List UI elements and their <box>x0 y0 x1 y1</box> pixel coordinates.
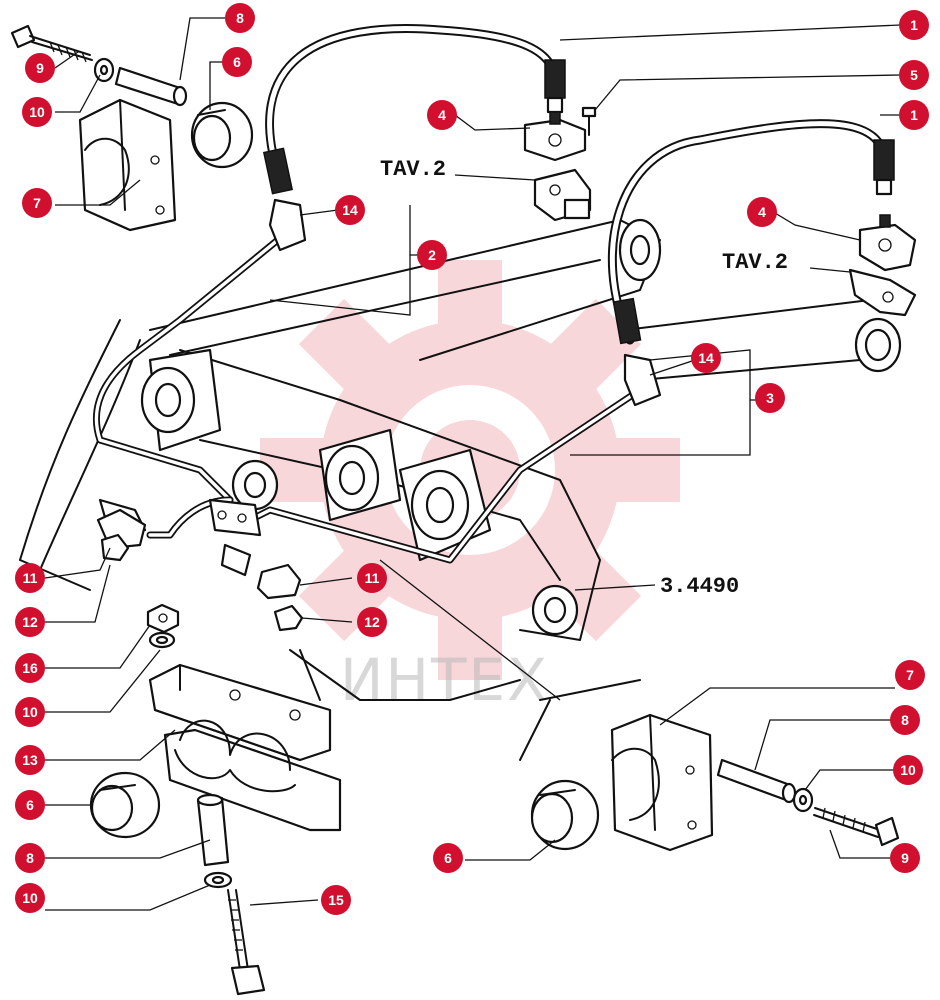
callout-8-lower-left[interactable]: 8 <box>15 843 45 873</box>
callout-10-lower-right[interactable]: 10 <box>893 755 923 785</box>
svg-text:6: 6 <box>26 797 34 813</box>
bushing-lower-right <box>530 779 600 851</box>
svg-text:11: 11 <box>23 570 38 586</box>
svg-text:9: 9 <box>36 60 44 76</box>
watermark-text: ИНТЕХ <box>340 646 549 714</box>
svg-text:14: 14 <box>342 202 358 218</box>
leader-lines <box>44 17 901 911</box>
svg-text:10: 10 <box>22 704 38 720</box>
callout-14-right[interactable]: 14 <box>691 343 721 373</box>
elbow-fitting-right <box>623 353 662 407</box>
tav2-label-left: TAV.2 <box>380 157 446 182</box>
hose-left <box>262 24 566 195</box>
valve-body-left <box>533 168 592 222</box>
svg-text:2: 2 <box>428 247 436 263</box>
svg-text:1: 1 <box>910 107 918 123</box>
assembly-ref-label: 3.4490 <box>660 574 739 599</box>
callout-9-top[interactable]: 9 <box>25 53 55 83</box>
callout-6-lower-right[interactable]: 6 <box>433 843 463 873</box>
clamp-lower-right <box>610 713 714 852</box>
callout-9-lower-right[interactable]: 9 <box>890 843 920 873</box>
callout-12-left[interactable]: 12 <box>15 607 45 637</box>
clamp-top-left <box>78 98 177 232</box>
callout-7-top-left[interactable]: 7 <box>22 188 52 218</box>
svg-text:10: 10 <box>22 890 38 906</box>
svg-text:10: 10 <box>900 762 916 778</box>
svg-text:8: 8 <box>901 712 909 728</box>
callout-12-center[interactable]: 12 <box>357 607 387 637</box>
svg-text:4: 4 <box>758 204 766 220</box>
callout-11-left[interactable]: 11 <box>15 563 45 593</box>
svg-text:12: 12 <box>364 614 380 630</box>
pin-top-left <box>114 66 188 107</box>
callout-8-lower-right[interactable]: 8 <box>890 705 920 735</box>
svg-text:8: 8 <box>236 10 244 26</box>
svg-text:16: 16 <box>22 660 38 676</box>
bolt-lower <box>227 889 266 996</box>
hose-right <box>607 119 895 345</box>
washer-top-left <box>93 57 115 83</box>
valve-union-right <box>858 214 917 272</box>
nut-fitting-center <box>256 563 304 632</box>
nut-fitting-left <box>96 508 147 562</box>
callout-15[interactable]: 15 <box>321 885 351 915</box>
callout-14-left[interactable]: 14 <box>335 195 365 225</box>
double-clamp <box>148 663 342 832</box>
elbow-fitting-left <box>268 198 307 252</box>
nut-lower-left <box>146 603 180 634</box>
svg-text:12: 12 <box>22 614 38 630</box>
loader-frame <box>19 218 902 761</box>
svg-text:7: 7 <box>33 195 41 211</box>
svg-text:15: 15 <box>328 892 344 908</box>
svg-text:5: 5 <box>910 67 918 83</box>
callout-4-left[interactable]: 4 <box>427 100 457 130</box>
callout-7-lower-right[interactable]: 7 <box>895 660 925 690</box>
svg-text:3: 3 <box>766 390 774 406</box>
svg-text:14: 14 <box>698 350 714 366</box>
bolt-top-left <box>10 24 93 63</box>
callout-6-lower-left[interactable]: 6 <box>15 790 45 820</box>
tav2-label-right: TAV.2 <box>722 250 788 275</box>
svg-text:7: 7 <box>906 667 914 683</box>
svg-text:13: 13 <box>22 752 38 768</box>
washer-lower-left <box>148 631 176 649</box>
valve-body-right <box>848 268 917 317</box>
screw-small <box>581 106 597 136</box>
svg-text:6: 6 <box>444 850 452 866</box>
bushing-top <box>190 101 254 169</box>
svg-text:9: 9 <box>901 850 909 866</box>
washer-lower-bottom <box>203 871 233 889</box>
callout-10-top[interactable]: 10 <box>22 97 52 127</box>
svg-text:10: 10 <box>29 104 45 120</box>
pin-lower-left <box>196 793 230 867</box>
svg-text:8: 8 <box>26 850 34 866</box>
bushing-lower-left <box>89 771 161 839</box>
callout-16[interactable]: 16 <box>15 653 45 683</box>
svg-text:11: 11 <box>365 570 380 586</box>
callout-13[interactable]: 13 <box>15 745 45 775</box>
svg-text:4: 4 <box>438 107 446 123</box>
callout-11-center[interactable]: 11 <box>357 563 387 593</box>
valve-union-left <box>523 111 587 162</box>
callout-10-left[interactable]: 10 <box>15 697 45 727</box>
callout-10-bottom[interactable]: 10 <box>15 883 45 913</box>
callout-5[interactable]: 5 <box>899 60 929 90</box>
washer-lower-right <box>792 787 814 813</box>
callout-1-top[interactable]: 1 <box>899 10 929 40</box>
pin-lower-right <box>716 758 797 804</box>
svg-text:1: 1 <box>910 17 918 33</box>
callout-8-top[interactable]: 8 <box>225 3 255 33</box>
callout-3[interactable]: 3 <box>755 383 785 413</box>
bolt-lower-right <box>813 807 900 847</box>
callout-6-top[interactable]: 6 <box>222 47 252 77</box>
callout-4-right[interactable]: 4 <box>747 197 777 227</box>
callout-2[interactable]: 2 <box>417 240 447 270</box>
callout-1-right[interactable]: 1 <box>899 100 929 130</box>
svg-text:6: 6 <box>233 54 241 70</box>
rigid-tubes <box>92 226 644 564</box>
